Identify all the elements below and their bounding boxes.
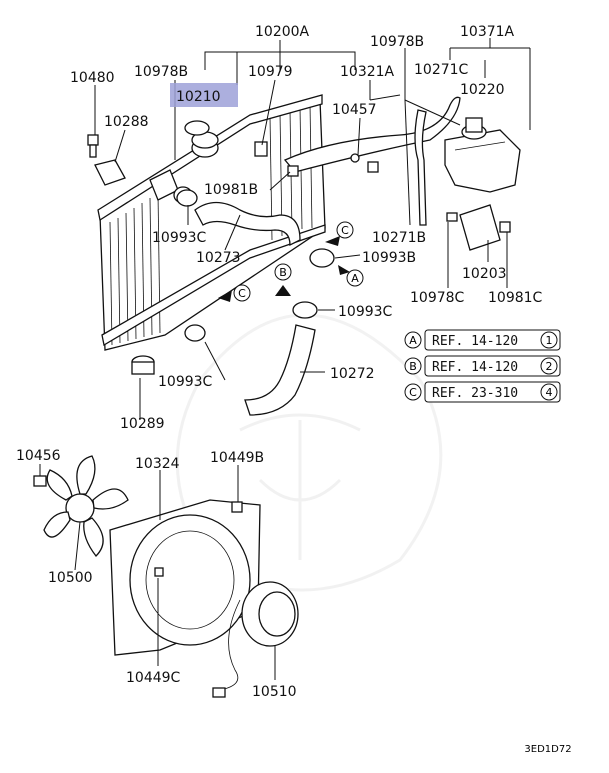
radiator-core[interactable] (97, 94, 326, 351)
callout-10449C[interactable]: 10449C (126, 670, 181, 686)
bolt-10981B[interactable] (287, 165, 299, 177)
radiator-cap-10978B[interactable] (191, 131, 219, 158)
svg-text:C: C (341, 224, 349, 237)
fan-10500[interactable] (43, 455, 129, 557)
callout-10200A[interactable]: 10200A (255, 24, 310, 40)
reference-row-A[interactable]: A REF. 14-120 1 (404, 329, 561, 351)
svg-text:2: 2 (546, 360, 553, 373)
diagram-code: 3ED1D72 (524, 744, 571, 755)
reference-row-B[interactable]: B REF. 14-120 2 (404, 355, 561, 377)
reference-text: REF. 14-120 (432, 360, 518, 375)
fan-shroud-10324[interactable] (109, 499, 261, 656)
bracket-10288[interactable] (94, 159, 126, 186)
reserve-tank-10203[interactable] (444, 129, 521, 193)
callout-10981B[interactable]: 10981B (204, 182, 258, 198)
callout-10272[interactable]: 10272 (330, 366, 375, 382)
callout-10273[interactable]: 10273 (196, 250, 241, 266)
hose-clamp-10993C-lower[interactable] (292, 301, 318, 319)
callout-10271B[interactable]: 10271B (372, 230, 426, 246)
reserve-tank-cap-10220[interactable] (461, 117, 487, 140)
callout-10500[interactable]: 10500 (48, 570, 93, 586)
callout-10449B[interactable]: 10449B (210, 450, 264, 466)
svg-text:C: C (238, 287, 246, 300)
svg-text:A: A (351, 272, 359, 285)
callout-10978B-left[interactable]: 10978B (134, 64, 188, 80)
callout-10993C-a[interactable]: 10993C (152, 230, 207, 246)
tank-bracket (459, 204, 501, 251)
callout-10510[interactable]: 10510 (252, 684, 297, 700)
upper-hose-10273[interactable] (194, 201, 301, 247)
reference-text: REF. 23-310 (432, 386, 518, 401)
bolt-10480[interactable] (87, 134, 99, 158)
filler-neck (184, 120, 210, 136)
callout-10288[interactable]: 10288 (104, 114, 149, 130)
callout-10480[interactable]: 10480 (70, 70, 115, 86)
hose-clamp-10993C-upper[interactable] (176, 189, 198, 207)
callout-10993C-c[interactable]: 10993C (158, 374, 213, 390)
svg-text:A: A (409, 334, 417, 347)
svg-text:B: B (409, 360, 417, 373)
inline-markers: C A B C (233, 221, 364, 302)
overflow-hose-10271C[interactable] (283, 96, 461, 173)
fan-motor-10510[interactable] (212, 581, 299, 698)
bolt-10449B[interactable] (231, 501, 243, 513)
marker-C-upper[interactable]: C (336, 221, 354, 239)
callout-10457[interactable]: 10457 (332, 102, 377, 118)
reference-legend: A REF. 14-120 1 B REF. 14-120 2 C REF. 2… (404, 329, 561, 403)
highlighted-part-box (170, 83, 238, 107)
callout-10981C[interactable]: 10981C (488, 290, 543, 306)
hose-clamp-10993B[interactable] (309, 248, 335, 268)
bracket-10979[interactable] (254, 141, 268, 157)
svg-text:4: 4 (546, 386, 553, 399)
clamp-10457[interactable] (350, 153, 379, 173)
nut-10456[interactable] (33, 475, 47, 487)
callout-10978C[interactable]: 10978C (410, 290, 465, 306)
callout-10978B-top[interactable]: 10978B (370, 34, 424, 50)
drain-plug-10289[interactable] (131, 355, 155, 375)
lower-hose-10272[interactable] (244, 324, 316, 416)
callout-10203[interactable]: 10203 (462, 266, 507, 282)
clip-10978C[interactable] (446, 212, 458, 222)
callout-10371A[interactable]: 10371A (460, 24, 515, 40)
svg-text:C: C (409, 386, 417, 399)
bolt-10981C[interactable] (499, 221, 511, 233)
callout-10321A[interactable]: 10321A (340, 64, 395, 80)
bolt-10449C[interactable] (154, 567, 164, 577)
svg-text:1: 1 (546, 334, 553, 347)
reference-text: REF. 14-120 (432, 334, 518, 349)
callout-10220[interactable]: 10220 (460, 82, 505, 98)
marker-B-inline[interactable]: B (274, 263, 292, 281)
overflow-hose-10271B[interactable] (414, 109, 427, 226)
callout-10210[interactable]: 10210 (176, 89, 221, 105)
leader-lines (39, 38, 531, 680)
callout-10993C-b[interactable]: 10993C (338, 304, 393, 320)
ref-arrows (218, 236, 350, 302)
callout-10289[interactable]: 10289 (120, 416, 165, 432)
callout-10979[interactable]: 10979 (248, 64, 293, 80)
callout-10456[interactable]: 10456 (16, 448, 61, 464)
hose-clamp-10993C-bottom[interactable] (184, 324, 206, 342)
svg-text:B: B (279, 266, 287, 279)
reference-row-C[interactable]: C REF. 23-310 4 (404, 381, 561, 403)
callout-10324[interactable]: 10324 (135, 456, 180, 472)
part-number-labels: 10200A 10978B 10371A 10480 10978B 10979 … (16, 24, 543, 700)
callout-10993B[interactable]: 10993B (362, 250, 416, 266)
callout-10271C[interactable]: 10271C (414, 62, 469, 78)
marker-C-lower[interactable]: C (233, 284, 251, 302)
marker-A-inline[interactable]: A (346, 269, 364, 287)
